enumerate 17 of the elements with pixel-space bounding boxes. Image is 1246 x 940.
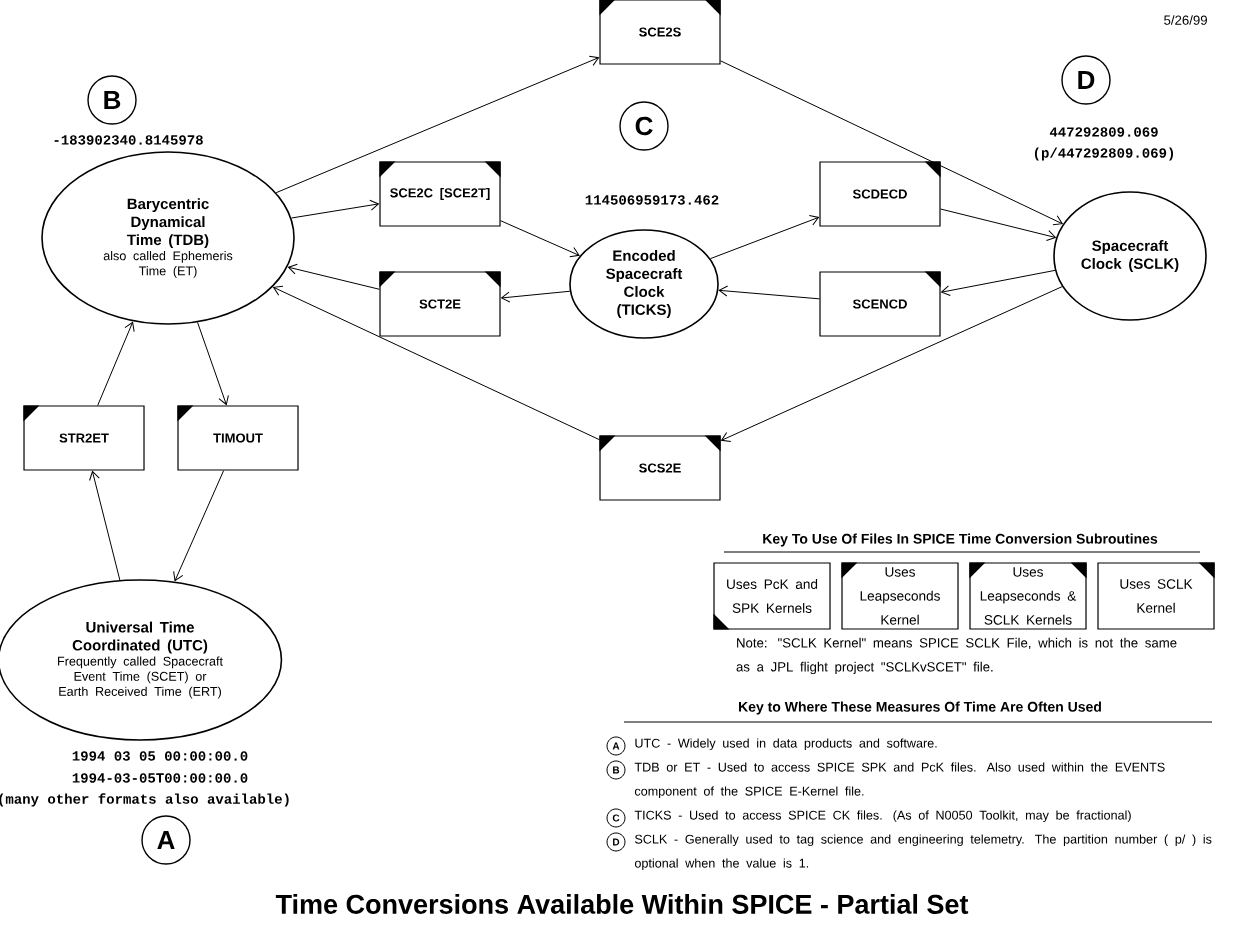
arrow — [709, 215, 819, 260]
arrow — [197, 321, 229, 405]
arrow — [173, 470, 225, 582]
arrow — [720, 286, 1063, 443]
arrow — [941, 269, 1056, 297]
arrow — [501, 290, 571, 303]
arrow — [89, 471, 121, 581]
title: Time Conversions Available Within SPICE - Partial Set — [275, 894, 969, 914]
arrow — [718, 285, 820, 300]
arrow — [273, 285, 600, 441]
arrow — [720, 60, 1063, 226]
arrow — [290, 199, 379, 219]
arrow — [287, 263, 380, 290]
arrow — [97, 321, 135, 406]
arrow — [275, 55, 600, 194]
arrow — [500, 220, 580, 258]
arrow — [940, 208, 1056, 241]
